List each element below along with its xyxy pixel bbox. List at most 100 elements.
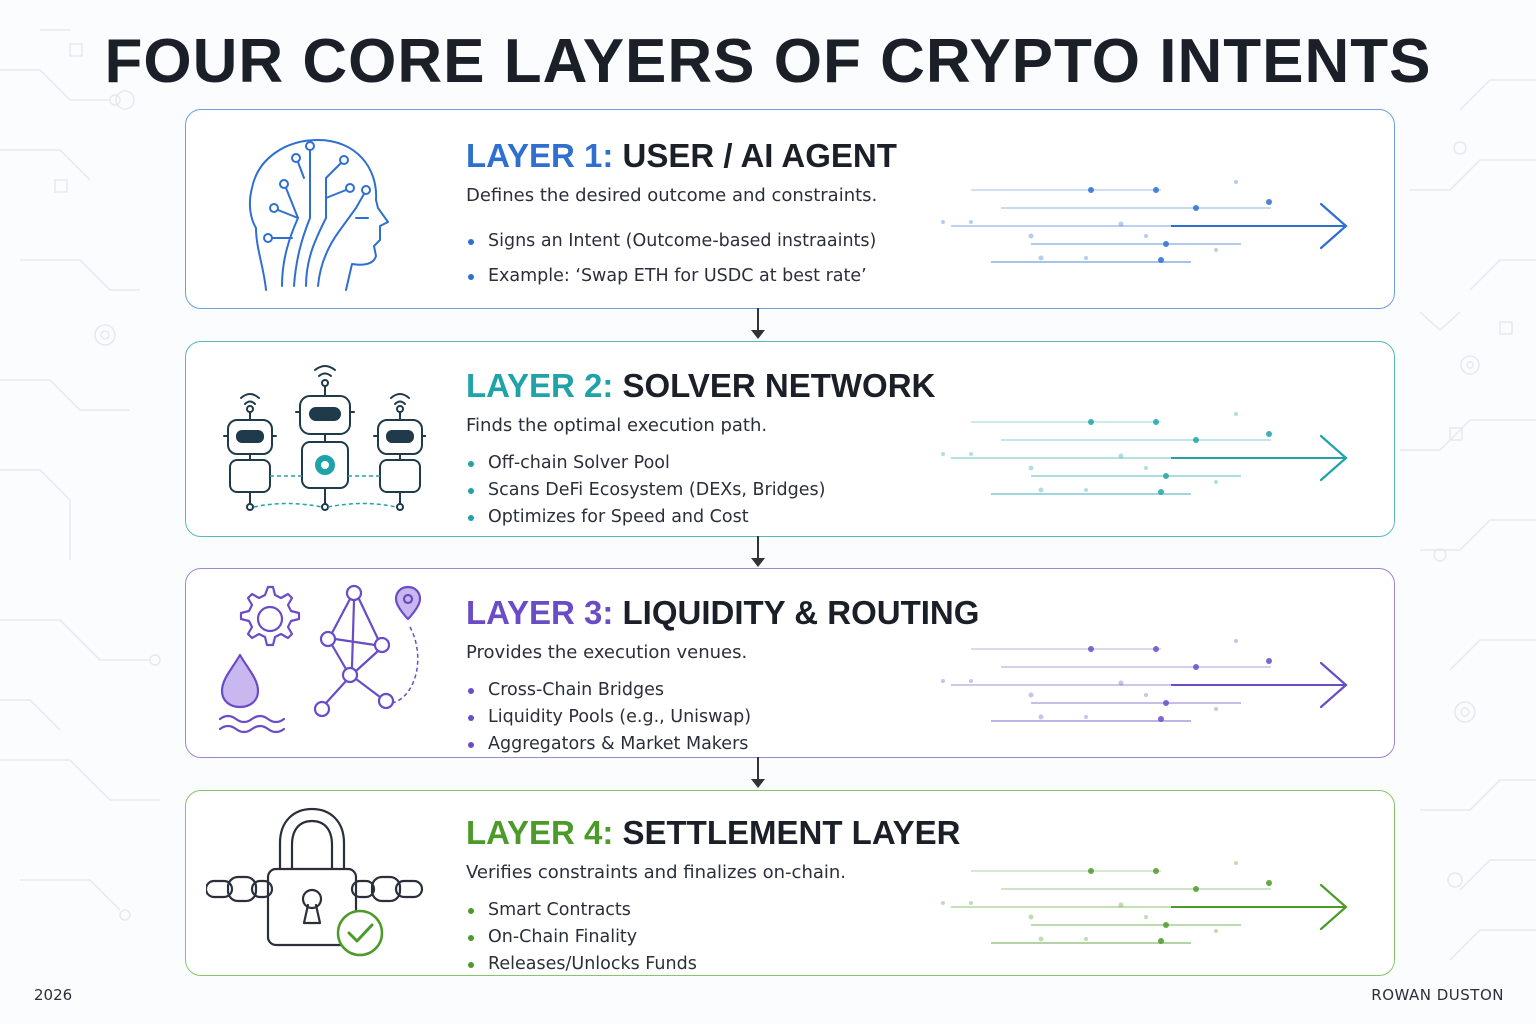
flow-dot: [1214, 480, 1218, 484]
layer-2-name: SOLVER NETWORK: [622, 367, 936, 404]
flow-dot: [1163, 922, 1169, 928]
page-title: FOUR CORE LAYERS OF CRYPTO INTENTS: [104, 27, 1432, 96]
flow-dot: [1118, 902, 1124, 908]
flow-dot: [1084, 256, 1088, 260]
layer-2-card: LAYER 2: SOLVER NETWORK Finds the optima…: [185, 341, 1395, 537]
flow-dot: [1118, 221, 1124, 227]
flow-dot: [969, 220, 973, 224]
flow-dot: [1193, 437, 1199, 443]
flow-dot: [1163, 700, 1169, 706]
list-item: Smart Contracts: [466, 897, 1106, 924]
flow-dot: [1193, 886, 1199, 892]
flow-dot: [941, 901, 945, 905]
list-item: Example: ‘Swap ETH for USDC at best rate…: [466, 259, 1106, 294]
flow-dot: [1158, 938, 1164, 944]
list-item: Optimizes for Speed and Cost: [466, 504, 1106, 531]
flow-dot: [1118, 453, 1124, 459]
flow-dot: [1153, 868, 1159, 874]
flow-arrow-graphic: [941, 639, 1348, 722]
flow-dot: [1088, 419, 1094, 425]
flow-dot: [1158, 716, 1164, 722]
flow-dot: [1084, 715, 1088, 719]
flow-dot: [1028, 914, 1034, 920]
flow-dot: [1193, 205, 1199, 211]
flow-dot: [1234, 639, 1238, 643]
flow-dot: [941, 220, 945, 224]
list-item: Scans DeFi Ecosystem (DEXs, Bridges): [466, 477, 1106, 504]
arrowhead-icon: [1319, 883, 1348, 931]
flow-dot: [1028, 233, 1034, 239]
flow-dot: [1144, 915, 1148, 919]
flow-dot: [1234, 412, 1238, 416]
arrowhead-icon: [1319, 434, 1348, 482]
flow-dot: [1266, 880, 1272, 886]
layer-1-prefix: LAYER 1:: [466, 137, 614, 174]
flow-dot: [1214, 707, 1218, 711]
list-item: Aggregators & Market Makers: [466, 731, 1106, 758]
flow-dot: [1266, 199, 1272, 205]
flow-dot: [1144, 466, 1148, 470]
flow-dot: [969, 452, 973, 456]
flow-dot: [1088, 187, 1094, 193]
flow-dot: [1158, 489, 1164, 495]
flow-dot: [1038, 714, 1044, 720]
ai-head-icon: [248, 139, 389, 291]
flow-dot: [1266, 431, 1272, 437]
arrowhead-icon: [1319, 661, 1348, 709]
layer-4-card: LAYER 4: SETTLEMENT LAYER Verifies const…: [185, 790, 1395, 976]
flow-dot: [1118, 680, 1124, 686]
flow-dot: [1144, 693, 1148, 697]
layer-4-name: SETTLEMENT LAYER: [622, 814, 961, 851]
layer-3-heading: LAYER 3: LIQUIDITY & ROUTING: [466, 593, 1106, 633]
footer-year: 2026: [34, 986, 73, 1004]
list-item: Releases/Unlocks Funds: [466, 951, 1106, 978]
flow-dot: [1028, 692, 1034, 698]
flow-dot: [941, 452, 945, 456]
layer-3-card: LAYER 3: LIQUIDITY & ROUTING Provides th…: [185, 568, 1395, 758]
footer-author: ROWAN DUSTON: [1371, 986, 1504, 1004]
liquidity-routing-icon: [218, 584, 422, 734]
flow-dot: [941, 679, 945, 683]
flow-dot: [1214, 248, 1218, 252]
flow-dot: [1088, 646, 1094, 652]
flow-dot: [1163, 473, 1169, 479]
layer-4-heading: LAYER 4: SETTLEMENT LAYER: [466, 813, 1106, 853]
flow-dot: [1153, 646, 1159, 652]
layer-1-heading: LAYER 1: USER / AI AGENT: [466, 136, 1106, 176]
flow-dot: [1153, 419, 1159, 425]
flow-dot: [1144, 234, 1148, 238]
list-item: Signs an Intent (Outcome-based instraain…: [466, 224, 1106, 259]
solver-robots-icon: [223, 365, 426, 511]
flow-dot: [1153, 187, 1159, 193]
list-item: Cross-Chain Bridges: [466, 677, 1106, 704]
layer-2-description: Finds the optimal execution path.: [466, 415, 768, 436]
flow-dot: [1038, 487, 1044, 493]
flow-arrow-graphic: [941, 180, 1348, 263]
flow-dot: [1088, 868, 1094, 874]
list-item: Liquidity Pools (e.g., Uniswap): [466, 704, 1106, 731]
layer-4-description: Verifies constraints and finalizes on-ch…: [466, 862, 847, 883]
flow-dot: [1214, 929, 1218, 933]
down-arrow-icon: [751, 308, 765, 339]
down-arrow-icon: [751, 536, 765, 567]
layer-1-description: Defines the desired outcome and constrai…: [466, 185, 878, 206]
layer-1-name: USER / AI AGENT: [622, 137, 897, 174]
down-arrow-icon: [751, 757, 765, 788]
flow-dot: [1193, 664, 1199, 670]
layer-3-name: LIQUIDITY & ROUTING: [622, 594, 980, 631]
layer-4-prefix: LAYER 4:: [466, 814, 614, 851]
flow-dot: [1158, 257, 1164, 263]
list-item: Off-chain Solver Pool: [466, 450, 1106, 477]
arrowhead-icon: [1319, 202, 1348, 250]
flow-dot: [969, 679, 973, 683]
flow-dot: [1038, 936, 1044, 942]
padlock-chain-icon: [206, 807, 424, 957]
flow-dot: [1266, 658, 1272, 664]
flow-dot: [1163, 241, 1169, 247]
flow-dot: [1038, 255, 1044, 261]
flow-arrow-graphic: [941, 412, 1348, 495]
layer-3-description: Provides the execution venues.: [466, 642, 748, 663]
list-item: On-Chain Finality: [466, 924, 1106, 951]
flow-dot: [1084, 937, 1088, 941]
flow-arrow-graphic: [941, 861, 1348, 944]
